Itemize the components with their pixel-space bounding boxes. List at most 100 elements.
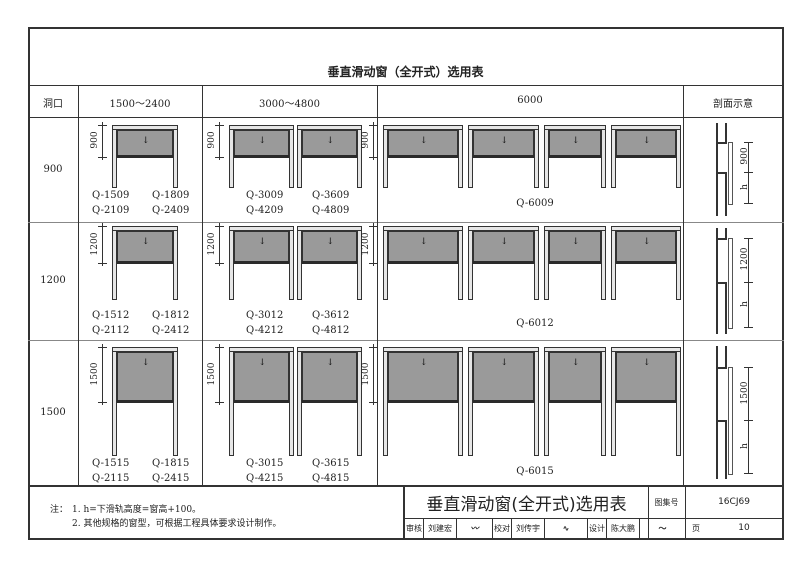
arrow-down-icon: ↓ bbox=[420, 358, 428, 368]
divider bbox=[423, 518, 424, 538]
window-code: Q-4809 bbox=[312, 205, 350, 216]
window-rail bbox=[302, 400, 357, 403]
frame-left bbox=[28, 27, 30, 540]
reviewer-signature: 〰 bbox=[470, 524, 479, 533]
window-head bbox=[112, 125, 178, 130]
dimension-tick bbox=[369, 157, 378, 158]
frame-bottom bbox=[28, 538, 784, 540]
window-code: Q-1509 bbox=[92, 190, 130, 201]
arrow-down-icon: ↓ bbox=[142, 136, 150, 146]
dimension-line bbox=[219, 223, 220, 266]
dimension-tick bbox=[98, 263, 107, 264]
dimension-tick bbox=[744, 238, 753, 239]
window-head bbox=[112, 226, 178, 231]
window-jamb-right bbox=[173, 226, 178, 300]
review-label: 审核 bbox=[406, 524, 422, 533]
section-head bbox=[716, 142, 727, 144]
divider bbox=[492, 518, 493, 538]
dimension-line bbox=[102, 344, 103, 405]
section-sill bbox=[716, 172, 727, 174]
window-glass-panel bbox=[473, 231, 534, 263]
divider bbox=[648, 487, 649, 538]
divider bbox=[202, 85, 203, 485]
dimension-label: 900 bbox=[90, 131, 100, 149]
reviewer-name: 刘建宏 bbox=[428, 524, 452, 533]
window-glass-panel bbox=[302, 231, 357, 263]
window-rail bbox=[473, 155, 534, 158]
divider bbox=[28, 117, 784, 118]
atlas-number: 16CJ69 bbox=[718, 497, 750, 507]
window-code: Q-6015 bbox=[516, 466, 554, 477]
header-col1: 1500～2400 bbox=[109, 99, 171, 110]
window-glass-panel bbox=[549, 231, 601, 263]
frame-top bbox=[28, 27, 784, 29]
arrow-down-icon: ↓ bbox=[142, 237, 150, 247]
divider bbox=[683, 85, 684, 485]
dimension-line bbox=[102, 122, 103, 160]
window-code: Q-6009 bbox=[516, 198, 554, 209]
notes-prefix: 注： bbox=[50, 505, 69, 515]
arrow-down-icon: ↓ bbox=[258, 136, 267, 146]
section-wall-line bbox=[716, 228, 718, 334]
dimension-label: 1200 bbox=[207, 232, 217, 255]
window-code: Q-4815 bbox=[312, 473, 350, 484]
window-jamb-right bbox=[458, 226, 463, 300]
window-head bbox=[468, 347, 539, 352]
check-label: 校对 bbox=[494, 524, 510, 533]
window-rail bbox=[234, 155, 289, 158]
dimension-tick bbox=[215, 157, 224, 158]
window-rail bbox=[117, 155, 173, 158]
dimension-tick bbox=[744, 282, 753, 283]
dimension-tick bbox=[744, 327, 753, 328]
section-dimension-label: 1200 bbox=[740, 247, 750, 271]
divider bbox=[28, 340, 784, 341]
arrow-down-icon: ↓ bbox=[643, 237, 651, 247]
section-dimension-label: 900 bbox=[740, 147, 750, 165]
window-code: Q-3615 bbox=[312, 458, 350, 469]
dimension-label: 1500 bbox=[207, 362, 217, 385]
window-jamb-right bbox=[534, 347, 539, 456]
window-head bbox=[611, 347, 681, 352]
window-jamb-right bbox=[289, 125, 294, 188]
row-opening-height: 900 bbox=[43, 163, 63, 175]
dimension-label: 900 bbox=[207, 131, 217, 149]
section-wall-line bbox=[725, 282, 727, 334]
dimension-tick bbox=[98, 125, 107, 126]
dimension-tick bbox=[369, 263, 378, 264]
table-title: 垂直滑动窗（全开式）选用表 bbox=[327, 65, 484, 79]
divider bbox=[28, 485, 784, 487]
window-code: Q-1815 bbox=[152, 458, 190, 469]
divider bbox=[28, 85, 784, 86]
window-glass-panel bbox=[549, 130, 601, 157]
window-code: Q-3609 bbox=[312, 190, 350, 201]
window-rail bbox=[234, 261, 289, 264]
section-sill bbox=[716, 282, 727, 284]
window-jamb-right bbox=[676, 226, 681, 300]
section-h-label: h bbox=[740, 300, 750, 307]
section-window-frame bbox=[728, 238, 733, 329]
row-opening-height: 1500 bbox=[40, 406, 66, 418]
window-head bbox=[544, 226, 606, 231]
designer-name: 陈大鹏 bbox=[611, 524, 635, 533]
window-rail bbox=[388, 261, 458, 264]
window-code: Q-2412 bbox=[152, 325, 190, 336]
dimension-label: 1200 bbox=[90, 232, 100, 255]
window-head bbox=[383, 125, 463, 130]
divider bbox=[606, 518, 607, 538]
divider bbox=[377, 85, 378, 485]
section-sill bbox=[716, 420, 727, 422]
window-rail bbox=[388, 400, 458, 403]
window-rail bbox=[388, 155, 458, 158]
window-glass-panel bbox=[117, 352, 173, 402]
window-rail bbox=[473, 261, 534, 264]
dimension-label: 1200 bbox=[361, 232, 371, 255]
window-rail bbox=[473, 400, 534, 403]
divider bbox=[28, 222, 784, 223]
window-code: Q-2112 bbox=[92, 325, 130, 336]
window-head bbox=[468, 226, 539, 231]
window-code: Q-2109 bbox=[92, 205, 130, 216]
window-code: Q-1512 bbox=[92, 310, 130, 321]
dimension-label: 900 bbox=[361, 131, 371, 149]
divider bbox=[685, 487, 686, 538]
section-window-frame bbox=[728, 142, 733, 205]
